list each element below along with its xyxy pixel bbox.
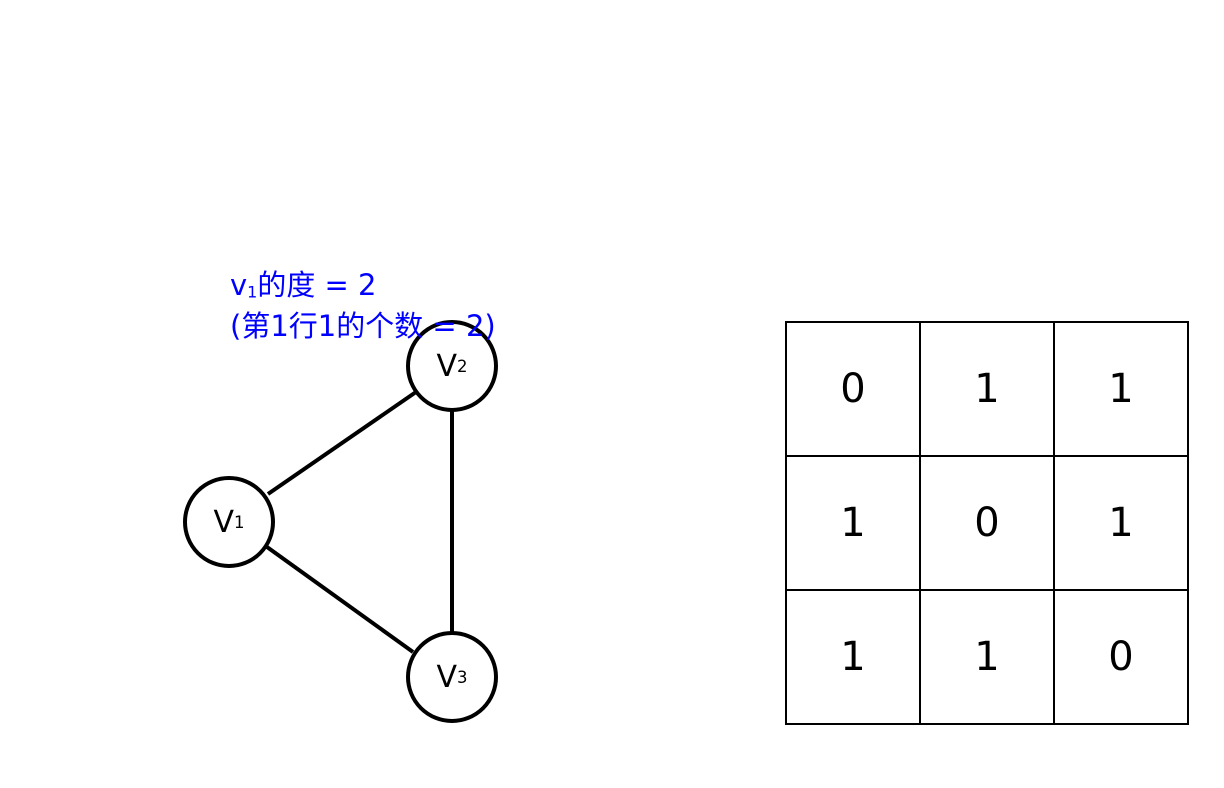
matrix-cell: 0 <box>919 455 1055 591</box>
node-v2-circle <box>406 320 498 412</box>
edge-v1-v3 <box>265 545 415 654</box>
matrix-cell: 0 <box>1053 589 1189 725</box>
degree-annotation-line2: (第1行1的个数 = 2) <box>230 309 496 344</box>
matrix-row: 1 1 0 <box>785 589 1189 725</box>
matrix-cell: 1 <box>919 321 1055 457</box>
adjacency-matrix: 0 1 1 1 0 1 1 1 0 <box>785 321 1189 725</box>
matrix-row: 1 0 1 <box>785 455 1189 591</box>
matrix-cell: 1 <box>785 455 921 591</box>
edge-v1-v2 <box>266 390 418 496</box>
matrix-cell: 1 <box>785 589 921 725</box>
node-v3-circle <box>406 631 498 723</box>
node-v1-circle <box>183 476 275 568</box>
matrix-cell: 1 <box>1053 321 1189 457</box>
matrix-cell: 1 <box>919 589 1055 725</box>
matrix-cell: 0 <box>785 321 921 457</box>
degree-annotation-line1: v1的度 = 2 <box>230 268 377 302</box>
degree-annotation: v1的度 = 2 (第1行1的个数 = 2) <box>230 268 496 343</box>
matrix-row: 0 1 1 <box>785 321 1189 457</box>
matrix-cell: 1 <box>1053 455 1189 591</box>
